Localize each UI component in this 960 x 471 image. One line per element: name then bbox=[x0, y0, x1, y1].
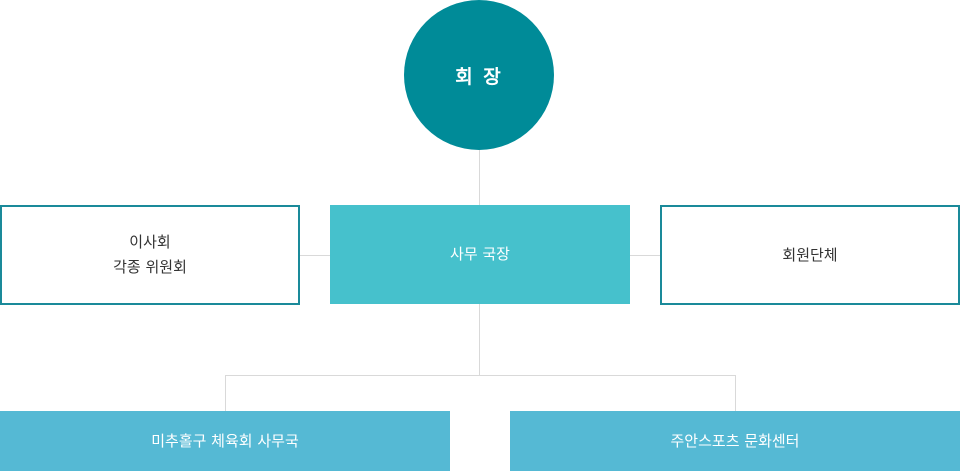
connector-secretary-to-members bbox=[630, 255, 661, 256]
culture-center-label: 주안스포츠 문화센터 bbox=[670, 431, 800, 450]
chairman-label: 회 장 bbox=[455, 65, 503, 88]
connector-board-to-secretary bbox=[299, 255, 330, 256]
secretary-general-label: 사무 국장 bbox=[450, 245, 510, 263]
member-groups-label: 회원단체 bbox=[782, 245, 838, 264]
secretary-general-node: 사무 국장 bbox=[330, 205, 630, 304]
sports-council-office-label: 미추홀구 체육회 사무국 bbox=[151, 431, 299, 450]
connector-to-sports-council bbox=[225, 375, 226, 411]
culture-center-node: 주안스포츠 문화센터 bbox=[510, 411, 960, 471]
connector-horizontal-branch bbox=[225, 375, 736, 376]
connector-to-culture-center bbox=[735, 375, 736, 411]
connector-secretary-down bbox=[479, 304, 480, 375]
committees-label: 각종 위원회 bbox=[113, 258, 187, 276]
board-committees-node: 이사회 각종 위원회 bbox=[0, 205, 300, 305]
chairman-node: 회 장 bbox=[404, 0, 554, 150]
member-groups-node: 회원단체 bbox=[660, 205, 960, 305]
sports-council-office-node: 미추홀구 체육회 사무국 bbox=[0, 411, 450, 471]
connector-chairman-to-secretary bbox=[479, 150, 480, 206]
board-label: 이사회 bbox=[129, 233, 171, 251]
